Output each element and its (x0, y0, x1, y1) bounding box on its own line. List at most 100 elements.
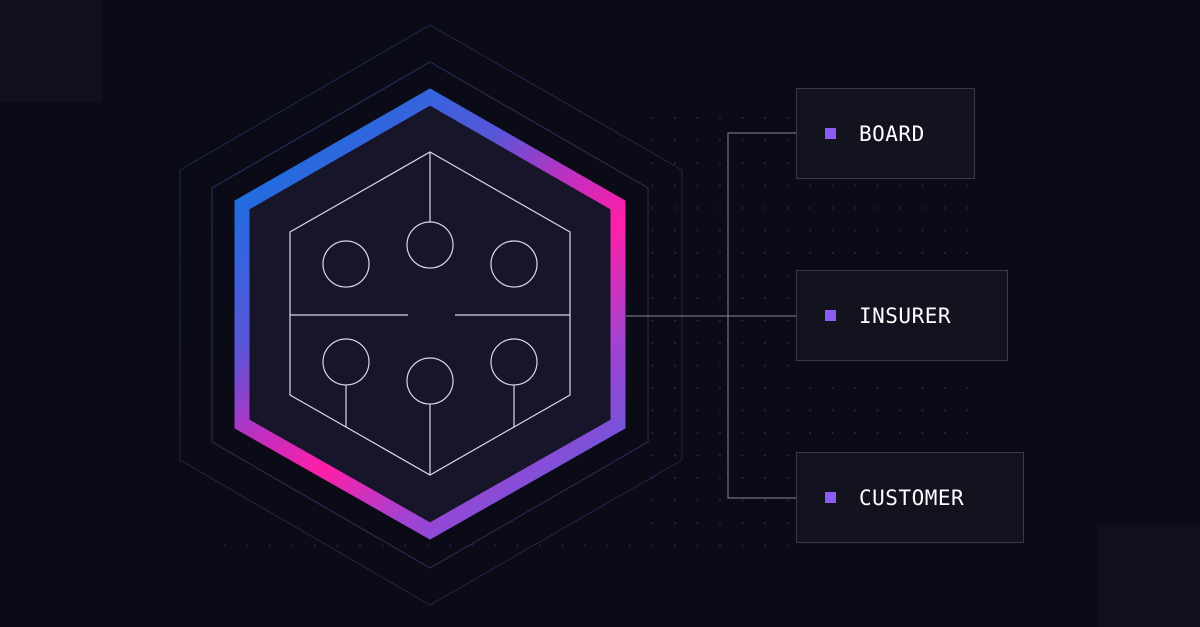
grid-dot (337, 545, 339, 547)
grid-dot (719, 342, 721, 344)
grid-dot (854, 432, 856, 434)
grid-dot (809, 207, 811, 209)
grid-dot (809, 230, 811, 232)
grid-dot (742, 410, 744, 412)
grid-dot (832, 387, 834, 389)
grid-dot (652, 522, 654, 524)
grid-dot (652, 545, 654, 547)
grid-dot (764, 252, 766, 254)
grid-dot (719, 455, 721, 457)
grid-dot (944, 387, 946, 389)
grid-dot (787, 410, 789, 412)
grid-dot (877, 207, 879, 209)
grid-dot (854, 387, 856, 389)
grid-dot (719, 230, 721, 232)
stakeholder-box-board: BOARD (796, 88, 975, 179)
grid-dot (697, 207, 699, 209)
grid-dot (742, 297, 744, 299)
grid-dot (922, 185, 924, 187)
grid-dot (652, 297, 654, 299)
grid-dot (877, 432, 879, 434)
grid-dot (787, 140, 789, 142)
grid-dot (719, 297, 721, 299)
grid-dot (652, 432, 654, 434)
grid-dot (719, 410, 721, 412)
grid-dot (787, 297, 789, 299)
grid-dot (899, 230, 901, 232)
grid-dot (697, 230, 699, 232)
grid-dot (674, 365, 676, 367)
grid-dot (787, 207, 789, 209)
grid-dot (922, 432, 924, 434)
grid-dot (719, 320, 721, 322)
grid-dot (359, 545, 361, 547)
grid-dot (899, 185, 901, 187)
grid-dot (382, 545, 384, 547)
connector-lines (626, 133, 796, 498)
grid-dot (719, 387, 721, 389)
grid-dot (652, 230, 654, 232)
grid-dot (944, 207, 946, 209)
grid-dot (742, 140, 744, 142)
grid-dot (674, 275, 676, 277)
grid-dot (787, 320, 789, 322)
grid-dot (764, 140, 766, 142)
grid-dot (832, 252, 834, 254)
grid-dot (787, 500, 789, 502)
grid-dot (877, 230, 879, 232)
grid-dot (854, 207, 856, 209)
grid-dot (854, 230, 856, 232)
grid-dot (674, 410, 676, 412)
grid-dot (742, 365, 744, 367)
grid-dot (697, 500, 699, 502)
grid-dot (742, 117, 744, 119)
grid-dot (809, 185, 811, 187)
grid-dot (854, 410, 856, 412)
grid-dot (742, 230, 744, 232)
grid-dot (674, 522, 676, 524)
grid-dot (652, 162, 654, 164)
grid-dot (517, 545, 519, 547)
grid-dot (674, 545, 676, 547)
grid-dot (742, 387, 744, 389)
grid-dot (764, 207, 766, 209)
grid-dot (764, 275, 766, 277)
grid-dot (899, 432, 901, 434)
grid-dot (967, 387, 969, 389)
grid-dot (832, 230, 834, 232)
grid-dot (787, 522, 789, 524)
grid-dot (787, 252, 789, 254)
grid-dot (764, 365, 766, 367)
grid-dot (697, 162, 699, 164)
grid-dot (787, 432, 789, 434)
grid-dot (877, 252, 879, 254)
grid-dot (764, 162, 766, 164)
grid-dot (674, 432, 676, 434)
grid-dot (944, 432, 946, 434)
grid-dot (742, 207, 744, 209)
grid-dot (944, 230, 946, 232)
grid-dot (652, 140, 654, 142)
grid-dot (877, 185, 879, 187)
grid-dot (674, 162, 676, 164)
grid-dot (899, 387, 901, 389)
grid-dot (719, 500, 721, 502)
grid-dot (899, 252, 901, 254)
grid-dot (697, 320, 699, 322)
grid-dot (247, 545, 249, 547)
grid-dot (877, 387, 879, 389)
grid-dot (944, 185, 946, 187)
grid-dot (674, 342, 676, 344)
grid-dot (697, 365, 699, 367)
grid-dot (742, 432, 744, 434)
grid-dot (787, 275, 789, 277)
stakeholder-label-insurer: INSURER (859, 304, 951, 328)
grid-dot (719, 140, 721, 142)
grid-dot (697, 275, 699, 277)
grid-dot (787, 477, 789, 479)
grid-dot (652, 365, 654, 367)
grid-dot (787, 162, 789, 164)
grid-dot (674, 140, 676, 142)
grid-dot (697, 410, 699, 412)
grid-dot (742, 545, 744, 547)
